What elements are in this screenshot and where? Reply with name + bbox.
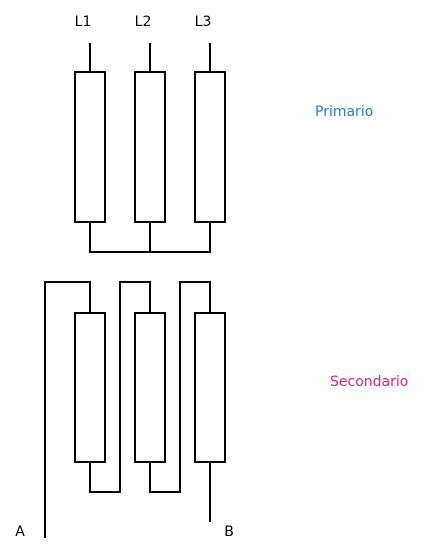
secondary-coil-3 bbox=[194, 312, 226, 463]
secondary-winding: A B Secondario bbox=[15, 281, 408, 540]
terminal-label-l1: L1 bbox=[75, 14, 92, 30]
terminal-label-l2: L2 bbox=[135, 14, 152, 30]
secondary-label: Secondario bbox=[330, 374, 408, 390]
secondary-wire-a-to-coil-1 bbox=[44, 281, 91, 538]
terminal-label-l3: L3 bbox=[195, 14, 212, 30]
secondary-coil-2 bbox=[134, 312, 166, 463]
secondary-coil-1 bbox=[74, 312, 106, 463]
primary-coil-3 bbox=[194, 71, 226, 223]
primary-label: Primario bbox=[315, 104, 373, 120]
secondary-wire-coil-2-to-coil-3 bbox=[149, 281, 211, 493]
terminal-label-b: B bbox=[224, 524, 234, 540]
primary-winding: L1 L2 L3 Primario bbox=[74, 14, 373, 253]
secondary-wire-coil-1-to-coil-2 bbox=[89, 281, 151, 493]
primary-coil-1 bbox=[74, 71, 106, 223]
terminal-label-a: A bbox=[15, 524, 25, 540]
primary-coil-2 bbox=[134, 71, 166, 223]
